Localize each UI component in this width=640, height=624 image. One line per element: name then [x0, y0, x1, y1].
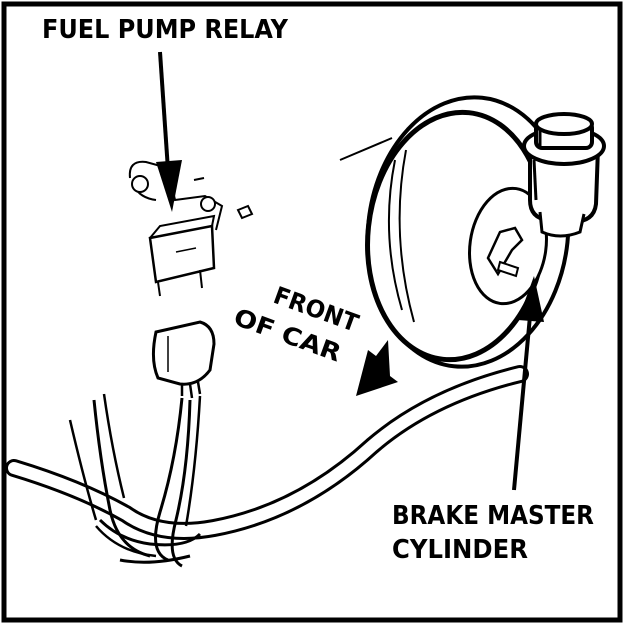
brake-master-label-line2: CYLINDER [392, 535, 528, 565]
relay-pointer-arrow [156, 51, 182, 212]
wiring-harness [5, 365, 529, 568]
brake-master-cylinder-arrow [512, 276, 544, 491]
master-cylinder-reservoir [522, 112, 606, 238]
brake-master-label-line1: BRAKE MASTER [392, 501, 594, 531]
fuel-pump-relay-label: FUEL PUMP RELAY [42, 15, 289, 45]
relay-bracket [128, 160, 254, 399]
front-of-car-direction-arrow [356, 340, 398, 396]
brake-booster [339, 95, 571, 369]
